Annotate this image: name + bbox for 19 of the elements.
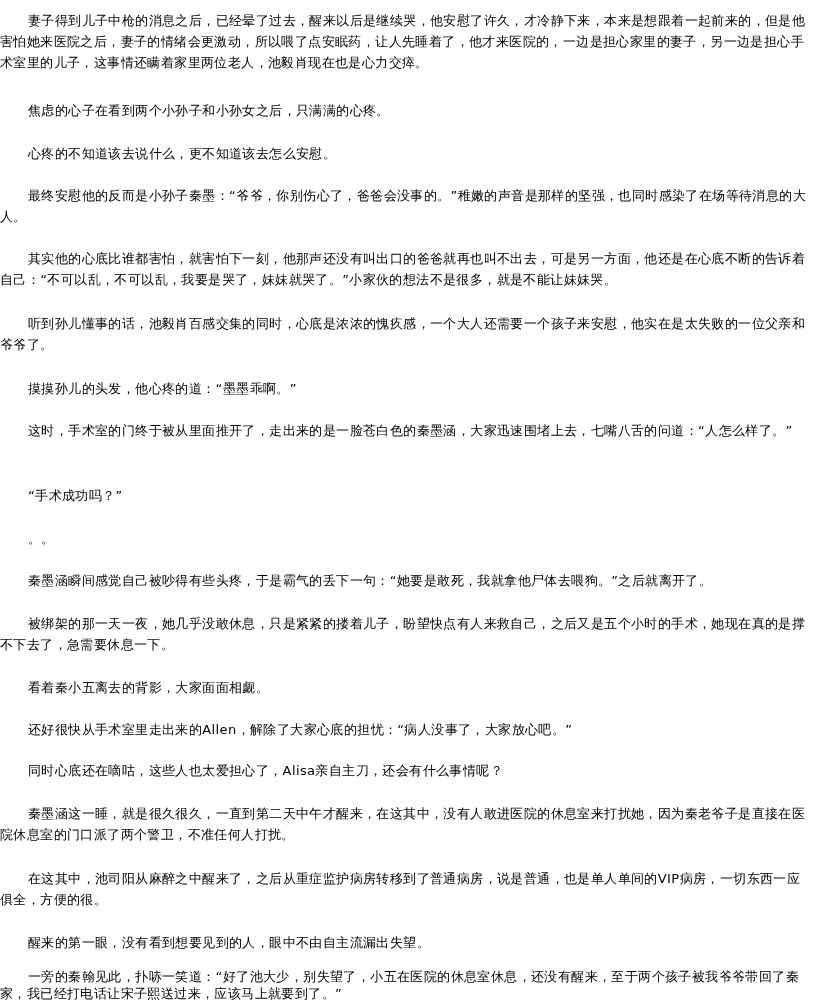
paragraph: 同时心底还在嘀咕，这些人也太爱担心了，Alisa亲自主刀，还会有什么事情呢？ <box>27 762 505 780</box>
paragraph: 秦墨涵这一睡，就是很久很久，一直到第二天中午才醒来，在这其中，没有人敢进医院的休息室来打扰她，因为秦老爷子是直接在医院休息室的门口派了两个警卫，不准任何人打扰。 <box>0 805 807 844</box>
paragraph: “手术成功吗？” <box>27 487 124 505</box>
paragraph: 还好很快从手术室里走出来的Allen，解除了大家心底的担忧：“病人没事了，大家放心吧。” <box>27 721 574 739</box>
paragraph: 醒来的第一眼，没有看到想要见到的人，眼中不由自主流漏出失望。 <box>27 934 431 952</box>
paragraph: 看着秦小五离去的背影，大家面面相觑。 <box>27 679 271 697</box>
paragraph: 听到孙儿懂事的话，池毅肖百感交集的同时，心底是浓浓的愧疚感，一个大人还需要一个孩子来安慰，他实在是太失败的一位父亲和爷爷了。 <box>0 315 807 354</box>
paragraph: 最终安慰他的反而是小孙子秦墨：“爷爷，你别伤心了，爸爸会没事的。”稚嫩的声音是那样的坚强，也同时感染了在场等待消息的大人。 <box>0 187 808 226</box>
paragraph: 摸摸孙儿的头发，他心疼的道：“墨墨乖啊。” <box>27 380 298 398</box>
paragraph: 秦墨涵瞬间感觉自己被吵得有些头疼，于是霸气的丢下一句：“她要是敢死，我就拿他尸体去喂狗。”之后就离开了。 <box>27 572 714 590</box>
paragraph: 。。 <box>27 530 56 548</box>
paragraph: 焦虑的心子在看到两个小孙子和小孙女之后，只满满的心疼。 <box>27 102 391 120</box>
paragraph: 这时，手术室的门终于被从里面推开了，走出来的是一脸苍白色的秦墨涵，大家迅速围堵上去，七嘴八舌的问道：“人怎么样了。” <box>27 422 794 440</box>
paragraph: 一旁的秦翰见此，扑哧一笑道：“好了池大少，别失望了，小五在医院的休息室休息，还没有醒来，至于两个孩子被我爷爷带回了秦家，我已经打电话让宋子熙送过来，应该马上就要到了。” <box>0 968 800 1002</box>
paragraph: 在这其中，池司阳从麻醉之中醒来了，之后从重症监护病房转移到了普通病房，说是普通，也是单人单间的VIP病房，一切东西一应俱全，方便的很。 <box>0 870 802 909</box>
paragraph: 妻子得到儿子中枪的消息之后，已经晕了过去，醒来以后是继续哭，他安慰了许久，才冷静下来，本来是想跟着一起前来的，但是他害怕她来医院之后，妻子的情绪会更激动，所以喂了点安眠药，让人先睡着了，他才来医院的，一边是担心家里的妻子，另一边是担心手术室里的儿子，这事情还瞒着家里两位老人，池毅肖现在也是心力交瘁。 <box>0 12 807 72</box>
paragraph: 心疼的不知道该去说什么，更不知道该去怎么安慰。 <box>27 145 338 163</box>
paragraph: 其实他的心底比谁都害怕，就害怕下一刻，他那声还没有叫出口的爸爸就再也叫不出去，可是另一方面，他还是在心底不断的告诉着自己：“不可以乱，不可以乱，我要是哭了，妹妹就哭了。”小家伙的想法不是很多，就是不能让妹妹哭。 <box>0 250 807 289</box>
paragraph: 被绑架的那一天一夜，她几乎没敢休息，只是紧紧的搂着儿子，盼望快点有人来救自己，之后又是五个小时的手术，她现在真的是撑不下去了，急需要休息一下。 <box>0 615 807 654</box>
